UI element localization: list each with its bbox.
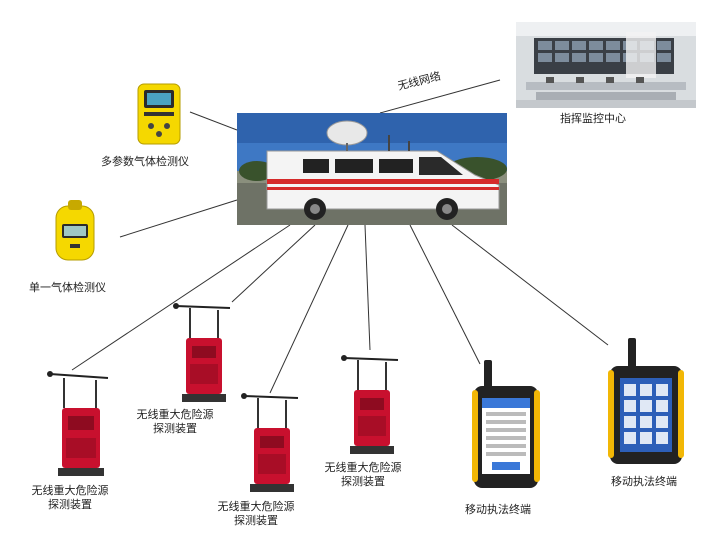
- link-command-center: [379, 79, 501, 114]
- mobile-terminal-2-image: [606, 338, 686, 466]
- link-multi-gas: [189, 111, 238, 131]
- mobile-terminal-2-label: 移动执法终端: [611, 475, 677, 488]
- hazard-detector-4-label: 无线重大危险源 探测装置: [318, 461, 408, 489]
- multi-gas-detector-image: [136, 82, 182, 146]
- mobile-terminal-1-image: [470, 360, 542, 490]
- hazard-detector-3-label-line2: 探测装置: [234, 514, 278, 527]
- hazard-detector-1-image: [46, 368, 116, 478]
- link-detector-1: [71, 224, 291, 371]
- hazard-detector-3-image: [240, 390, 306, 494]
- hazard-detector-3-label: 无线重大危险源 探测装置: [211, 500, 301, 528]
- link-detector-2: [231, 224, 316, 303]
- mobile-terminal-1-label: 移动执法终端: [465, 503, 531, 516]
- command-vehicle-image: [237, 113, 507, 225]
- link-detector-3: [269, 224, 349, 394]
- command-center-image: [516, 22, 696, 108]
- link-mobile-1: [409, 224, 481, 365]
- hazard-detector-2-label-line1: 无线重大危险源: [136, 408, 214, 421]
- command-center-label: 指挥监控中心: [560, 112, 626, 125]
- hazard-detector-1-label-line1: 无线重大危险源: [31, 484, 109, 497]
- hazard-detector-3-label-line1: 无线重大危险源: [217, 500, 295, 513]
- link-mobile-2: [451, 224, 609, 346]
- hazard-detector-4-label-line1: 无线重大危险源: [324, 461, 402, 474]
- hazard-detector-1-label: 无线重大危险源 探测装置: [25, 484, 115, 512]
- hazard-detector-4-label-line2: 探测装置: [341, 475, 385, 488]
- multi-gas-detector-label: 多参数气体检测仪: [101, 155, 189, 168]
- link-single-gas: [119, 199, 238, 238]
- single-gas-detector-image: [54, 200, 96, 262]
- hazard-detector-2-image: [172, 300, 238, 404]
- link-detector-4: [364, 224, 371, 351]
- hazard-detector-2-label: 无线重大危险源 探测装置: [130, 408, 220, 436]
- hazard-detector-2-label-line2: 探测装置: [153, 422, 197, 435]
- hazard-detector-1-label-line2: 探测装置: [48, 498, 92, 511]
- single-gas-detector-label: 单一气体检测仪: [29, 281, 106, 294]
- hazard-detector-4-image: [340, 352, 406, 456]
